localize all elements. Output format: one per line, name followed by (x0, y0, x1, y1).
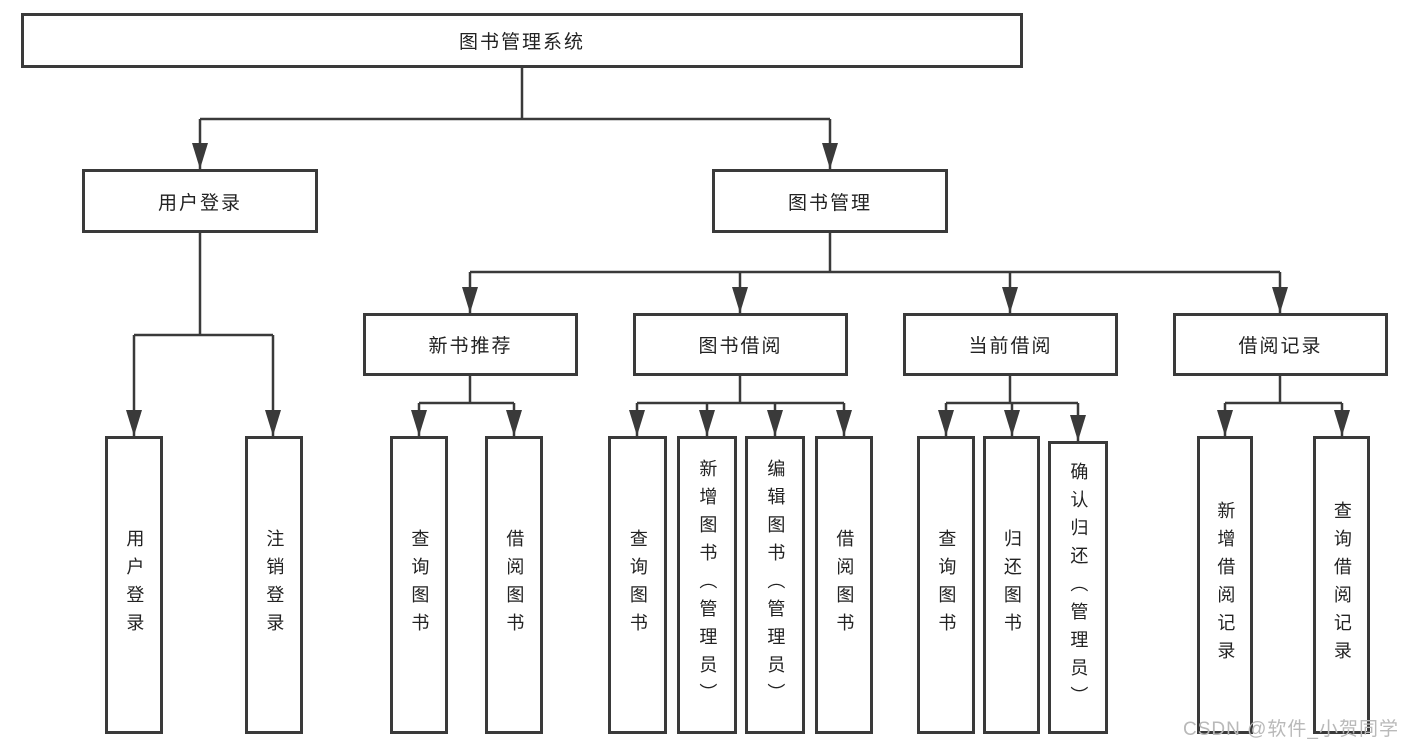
leaf-label: 查询借阅记录 (1331, 501, 1352, 669)
leaf-label: 借阅图书 (504, 529, 525, 641)
node-label: 图书管理 (787, 192, 872, 214)
leaf-borrow-books-recommend: 借阅图书 (485, 436, 543, 734)
leaf-logout: 注销登录 (245, 436, 303, 734)
leaf-query-borrow-record: 查询借阅记录 (1313, 436, 1370, 734)
leaf-confirm-return-admin: 确认归还（管理员） (1048, 441, 1108, 734)
node-book-borrowing: 图书借阅 (633, 313, 848, 376)
node-new-book-recommend: 新书推荐 (363, 313, 578, 376)
node-label: 当前借阅 (968, 336, 1053, 357)
node-label: 图书管理系统 (458, 32, 585, 53)
node-library-management-system: 图书管理系统 (21, 13, 1023, 68)
leaf-label: 借阅图书 (834, 529, 855, 641)
leaf-label: 查询图书 (627, 529, 648, 641)
node-borrow-records: 借阅记录 (1173, 313, 1388, 376)
leaf-edit-books-admin: 编辑图书（管理员） (745, 436, 805, 734)
leaf-user-login: 用户登录 (105, 436, 163, 734)
node-book-management: 图书管理 (712, 169, 948, 233)
leaf-label: 查询图书 (936, 529, 957, 641)
leaf-label: 注销登录 (264, 529, 285, 641)
leaf-query-books-recommend: 查询图书 (390, 436, 448, 734)
node-label: 用户登录 (157, 192, 242, 214)
node-label: 新书推荐 (428, 336, 513, 357)
node-label: 借阅记录 (1238, 336, 1323, 357)
node-user-login: 用户登录 (82, 169, 318, 233)
leaf-label: 新增借阅记录 (1215, 501, 1236, 669)
leaf-return-books: 归还图书 (983, 436, 1040, 734)
leaf-borrow-books: 借阅图书 (815, 436, 873, 734)
leaf-query-books-current: 查询图书 (917, 436, 975, 734)
node-label: 图书借阅 (698, 336, 783, 357)
leaf-query-books-borrowing: 查询图书 (608, 436, 667, 734)
leaf-label: 确认归还（管理员） (1068, 461, 1089, 714)
leaf-label: 用户登录 (124, 529, 145, 641)
leaf-add-borrow-record: 新增借阅记录 (1197, 436, 1253, 734)
node-current-borrowing: 当前借阅 (903, 313, 1118, 376)
leaf-label: 新增图书（管理员） (697, 459, 718, 711)
leaf-label: 归还图书 (1001, 529, 1022, 641)
leaf-label: 编辑图书（管理员） (765, 459, 786, 711)
leaf-label: 查询图书 (409, 529, 430, 641)
leaf-add-books-admin: 新增图书（管理员） (677, 436, 737, 734)
